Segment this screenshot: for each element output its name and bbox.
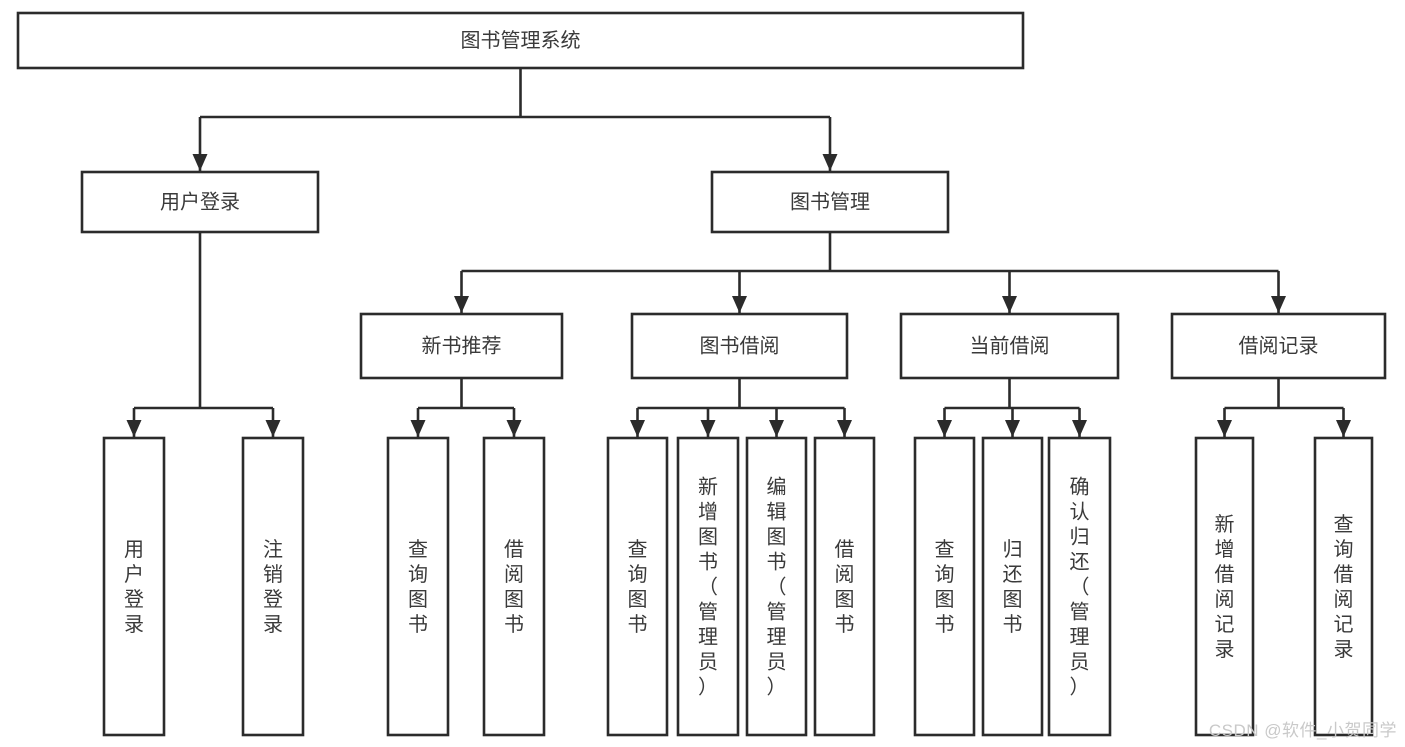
- connector-book-borrow-to-leaves: [630, 378, 852, 437]
- node-leaf-user-login[interactable]: 用户登录: [102, 436, 166, 737]
- node-box[interactable]: [1313, 436, 1374, 737]
- node-box[interactable]: [386, 436, 450, 737]
- node-box[interactable]: [981, 436, 1044, 737]
- node-current-borrow[interactable]: 当前借阅: [899, 312, 1120, 380]
- node-label-vertical: 查询图书: [408, 538, 428, 636]
- node-label-vertical: 查询图书: [935, 538, 955, 636]
- arrow-head-icon: [506, 420, 522, 437]
- node-leaf-borrow-book-2[interactable]: 借阅图书: [813, 436, 876, 737]
- node-label: 图书借阅: [700, 334, 780, 357]
- node-leaf-add-borrow-record[interactable]: 新增借阅记录: [1194, 436, 1255, 737]
- node-box[interactable]: [630, 312, 849, 380]
- arrow-head-icon: [700, 420, 716, 437]
- node-label-vertical: 新增图书（管理员）: [698, 476, 718, 699]
- node-box[interactable]: [1194, 436, 1255, 737]
- node-label-vertical: 注销登录: [263, 538, 283, 636]
- node-box[interactable]: [745, 436, 808, 737]
- node-label-vertical: 借阅图书: [835, 538, 855, 636]
- node-label-vertical: 借阅图书: [504, 538, 524, 636]
- node-label-vertical: 用户登录: [124, 539, 144, 636]
- connector-layer: [126, 68, 1351, 437]
- node-box[interactable]: [899, 312, 1120, 380]
- node-box[interactable]: [676, 436, 740, 737]
- node-label: 借阅记录: [1239, 334, 1319, 357]
- arrow-head-icon: [1271, 296, 1286, 313]
- node-layer: 图书管理系统用户登录图书管理新书推荐图书借阅当前借阅借阅记录用户登录注销登录查询…: [16, 11, 1387, 737]
- node-label: 图书管理系统: [461, 29, 581, 52]
- arrow-head-icon: [265, 420, 281, 437]
- node-leaf-query-book-2[interactable]: 查询图书: [606, 436, 669, 737]
- node-label-vertical: 确认归还（管理员）: [1070, 476, 1090, 699]
- node-leaf-confirm-return[interactable]: 确认归还（管理员）: [1047, 436, 1112, 737]
- node-leaf-user-logout[interactable]: 注销登录: [241, 436, 305, 737]
- node-root-root[interactable]: 图书管理系统: [16, 11, 1025, 70]
- arrow-head-icon: [454, 296, 469, 313]
- node-label: 当前借阅: [970, 334, 1050, 357]
- arrow-head-icon: [1002, 296, 1017, 313]
- node-book-borrow[interactable]: 图书借阅: [630, 312, 849, 380]
- arrow-head-icon: [937, 420, 952, 437]
- node-leaf-borrow-book-1[interactable]: 借阅图书: [482, 436, 546, 737]
- arrow-head-icon: [410, 420, 426, 437]
- arrow-head-icon: [1217, 420, 1232, 437]
- arrow-head-icon: [1336, 420, 1351, 437]
- node-leaf-query-book-1[interactable]: 查询图书: [386, 436, 450, 737]
- node-leaf-edit-book[interactable]: 编辑图书（管理员）: [745, 436, 808, 737]
- arrow-head-icon: [769, 420, 784, 437]
- node-book-manage[interactable]: 图书管理: [710, 170, 950, 234]
- connector-current-borrow-to-leaves: [937, 378, 1087, 437]
- node-box[interactable]: [813, 436, 876, 737]
- node-box[interactable]: [606, 436, 669, 737]
- node-user-login[interactable]: 用户登录: [80, 170, 320, 234]
- arrow-head-icon: [126, 420, 142, 437]
- arrow-head-icon: [1072, 420, 1087, 437]
- node-leaf-query-borrow-record[interactable]: 查询借阅记录: [1313, 436, 1374, 737]
- node-label-vertical: 查询图书: [628, 538, 648, 636]
- arrow-head-icon: [837, 420, 852, 437]
- node-box[interactable]: [710, 170, 950, 234]
- node-box[interactable]: [1047, 436, 1112, 737]
- node-label-vertical: 归还图书: [1003, 538, 1023, 636]
- node-label: 图书管理: [790, 190, 870, 213]
- node-box[interactable]: [913, 436, 976, 737]
- node-borrow-record[interactable]: 借阅记录: [1170, 312, 1387, 380]
- node-leaf-return-book[interactable]: 归还图书: [981, 436, 1044, 737]
- node-box[interactable]: [80, 170, 320, 234]
- node-box[interactable]: [241, 436, 305, 737]
- connector-book-manage-to-level3: [454, 232, 1286, 313]
- arrow-head-icon: [732, 296, 747, 313]
- node-box[interactable]: [1170, 312, 1387, 380]
- arrow-head-icon: [192, 154, 208, 171]
- arrow-head-icon: [1005, 420, 1020, 437]
- node-new-book-recommend[interactable]: 新书推荐: [359, 312, 564, 380]
- connector-borrow-record-to-leaves: [1217, 378, 1351, 437]
- arrow-head-icon: [630, 420, 645, 437]
- node-leaf-query-book-3[interactable]: 查询图书: [913, 436, 976, 737]
- connector-root-to-level2: [192, 68, 838, 171]
- node-box[interactable]: [102, 436, 166, 737]
- node-label: 用户登录: [160, 190, 240, 213]
- connector-new-book-recommend-to-leaves: [410, 378, 522, 437]
- arrow-head-icon: [822, 154, 838, 171]
- node-label-vertical: 查询借阅记录: [1334, 513, 1354, 661]
- node-label: 新书推荐: [422, 334, 502, 357]
- node-box[interactable]: [359, 312, 564, 380]
- node-label-vertical: 编辑图书（管理员）: [767, 476, 787, 699]
- node-label-vertical: 新增借阅记录: [1215, 513, 1235, 661]
- node-leaf-add-book[interactable]: 新增图书（管理员）: [676, 436, 740, 737]
- node-box[interactable]: [482, 436, 546, 737]
- node-box[interactable]: [16, 11, 1025, 70]
- connector-user-login-to-leaves: [126, 232, 281, 437]
